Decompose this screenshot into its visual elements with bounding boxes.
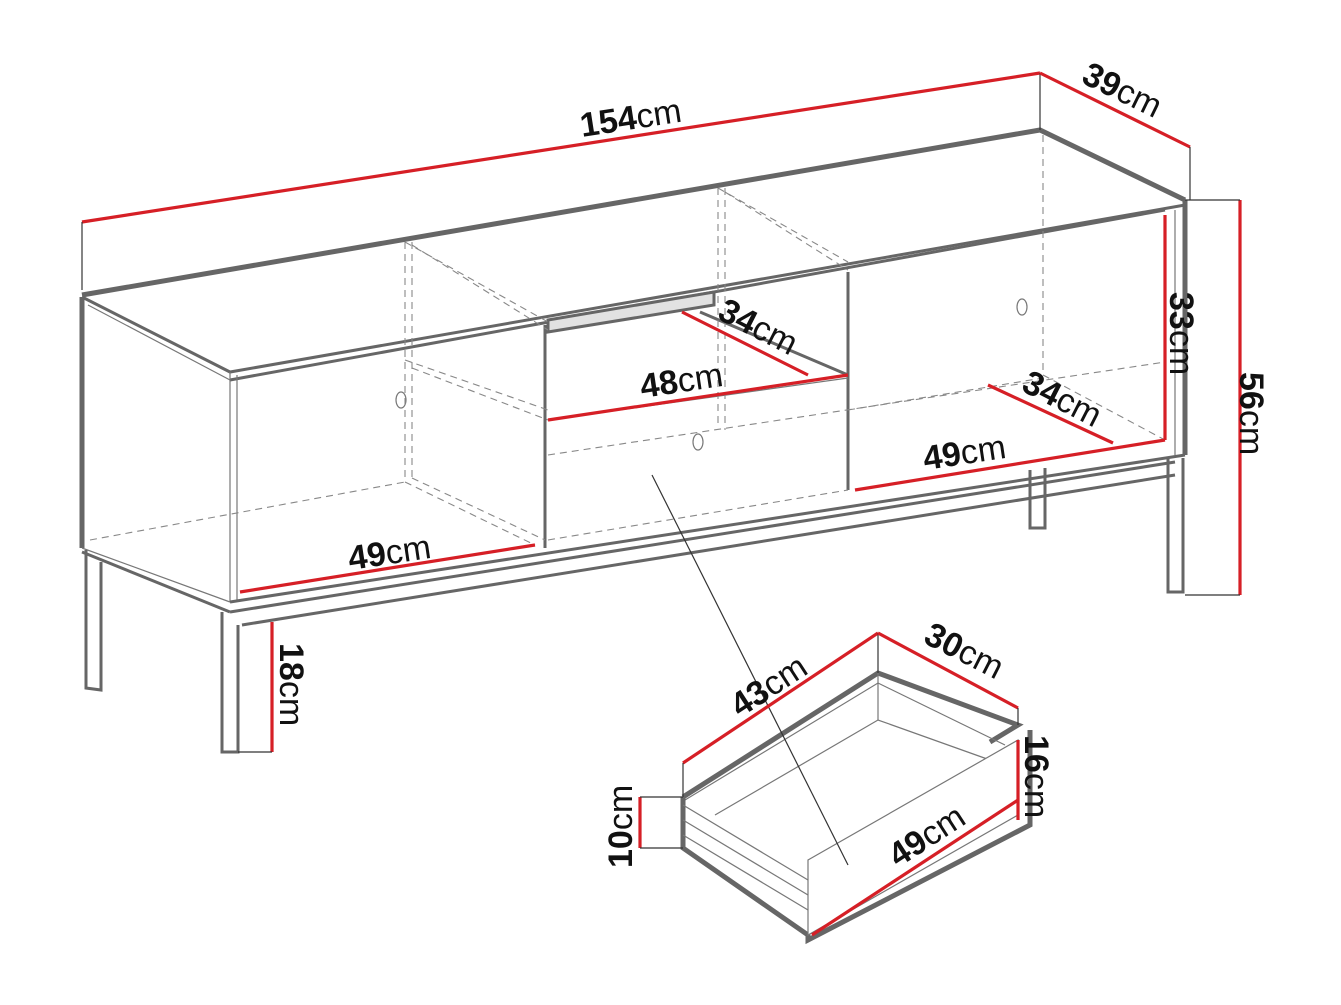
label-right-compartment-depth: 34cm	[1016, 363, 1107, 435]
label-inner-height: 33cm	[1162, 292, 1200, 375]
cabinet-outline	[79, 127, 1188, 627]
label-drawer-front-height: 16cm	[1017, 735, 1055, 818]
label-leg-height: 18cm	[272, 643, 310, 726]
label-shelf-width: 48cm	[638, 356, 726, 406]
label-drawer-inner-width: 30cm	[918, 615, 1009, 687]
dimension-lines	[81, 71, 1242, 937]
label-drawer-side-height: 10cm	[602, 785, 640, 868]
label-left-compartment-width: 49cm	[346, 528, 434, 578]
hidden-lines	[89, 135, 1166, 546]
label-total-width: 154cm	[577, 92, 684, 145]
label-drawer-length: 43cm	[724, 648, 814, 725]
label-right-compartment-width: 49cm	[921, 428, 1009, 478]
legs	[84, 458, 1185, 754]
drawer-pointer-line	[651, 474, 849, 866]
label-shelf-depth: 34cm	[712, 291, 803, 363]
drawer-outline	[680, 670, 1033, 945]
label-total-height: 56cm	[1232, 372, 1270, 455]
